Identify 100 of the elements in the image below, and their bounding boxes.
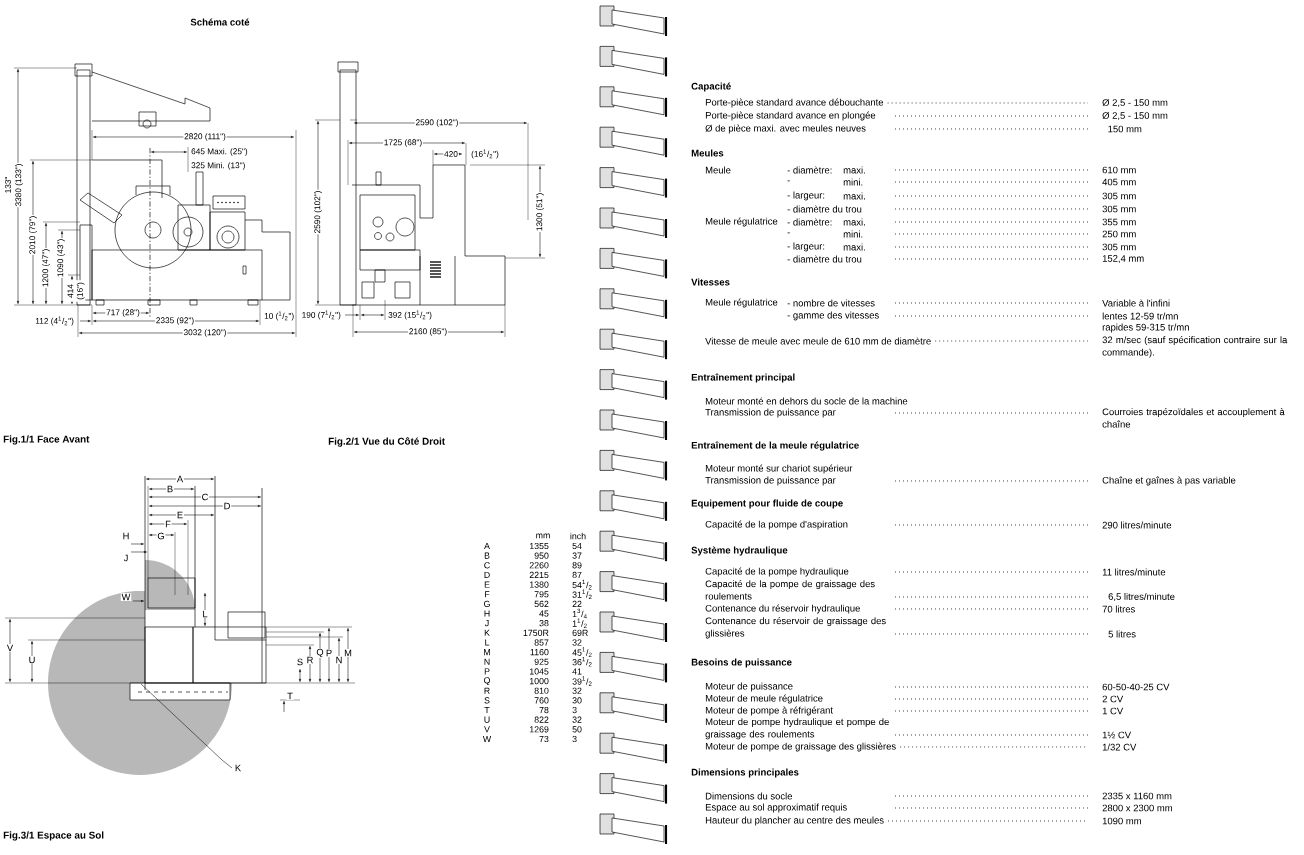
spec-text: maxi. — [843, 166, 865, 174]
dimension-label: 2335 (92") — [155, 316, 195, 326]
spec-text: 305 mm — [1102, 192, 1136, 200]
spec-text: - diamètre: — [787, 218, 832, 226]
table-cell: N — [484, 658, 490, 665]
spec-text: maxi. — [843, 192, 865, 200]
dimension-label: 3380 (133") — [14, 162, 24, 208]
table-cell: M — [484, 649, 490, 656]
dimension-label: 112 (4$^{1}$/$_{2}$") — [34, 315, 75, 327]
spec-text: Meule — [705, 166, 731, 174]
dimension-label: 1725 (68") — [383, 138, 423, 148]
spec-text: mini. — [843, 230, 863, 238]
spec-text: - diamètre du trou — [787, 205, 862, 213]
table-cell: 925 — [534, 658, 549, 665]
spec-text: 305 mm — [1102, 243, 1136, 251]
table-cell: 1380 — [529, 581, 549, 588]
spec-text: - largeur: — [787, 242, 825, 252]
table-cell: K — [484, 629, 490, 636]
spec-text: Dimensions du socle — [705, 792, 793, 800]
dimension-label: 325 Mini. (13") — [190, 161, 247, 171]
table-cell: 1160 — [530, 649, 549, 656]
table-cell: A — [484, 542, 490, 549]
spec-text: mini. — [843, 178, 863, 186]
dimension-label: 2160 (85") — [408, 327, 448, 337]
spec-text: Vitesse de meule avec meule de 610 mm de diamètre — [705, 337, 931, 345]
spec-text: 2800 x 2300 mm — [1102, 804, 1172, 812]
dimension-label: 1090 (43") — [56, 238, 66, 278]
section-heading: Entraînement principal — [691, 373, 795, 383]
dimension-letter: L — [201, 610, 209, 618]
dimension-letter: T — [286, 692, 294, 700]
spec-text: - nombre de vitesses — [787, 299, 875, 307]
spec-text: Variable à l'infini — [1102, 299, 1170, 307]
spec-text: Moteur de meule régulatrice — [705, 694, 823, 704]
spec-text: Capacité de la pompe hydraulique — [705, 567, 849, 577]
spec-text: Capacité de la pompe d'aspiration — [705, 520, 848, 530]
table-cell: 45 — [539, 610, 549, 617]
table-cell: 950 — [534, 552, 549, 559]
spec-text: Contenance du réservoir hydraulique — [705, 604, 860, 614]
spec-text: 5 litres — [1108, 630, 1136, 638]
dimension-letter: D — [222, 502, 232, 510]
table-cell: 73 — [539, 735, 549, 743]
table-cell: 45$^{1}$/$_{2}$ — [572, 647, 592, 657]
dimension-label: 190 (7$^{1}$/$_{2}$") — [300, 309, 342, 321]
table-cell: 1$^{1}$/$_{2}$ — [572, 618, 587, 628]
spec-text: maxi. — [843, 243, 865, 251]
table-cell: 1750R — [523, 629, 549, 636]
section-heading: Dimensions principales — [691, 768, 799, 778]
table-cell: 1355 — [529, 542, 549, 550]
dimension-letter: P — [325, 649, 333, 657]
table-cell: 822 — [534, 716, 549, 723]
table-cell: 1$^{3}$/$_{4}$ — [572, 608, 587, 619]
table-cell: 1000 — [529, 678, 549, 685]
spec-text: 290 litres/minute — [1102, 521, 1172, 529]
section-heading: Système hydraulique — [691, 546, 788, 556]
figure-caption: Fig.1/1 Face Avant — [3, 435, 90, 445]
table-cell: 69R — [572, 629, 588, 636]
spec-text: 405 mm — [1102, 178, 1136, 186]
spec-text: maxi. — [843, 218, 865, 226]
spec-text: Capacité de la pompe de graissage des roulements — [705, 580, 875, 600]
spec-text: 150 mm — [1108, 125, 1142, 133]
table-cell: 54$^{1}$/$_{2}$ — [572, 579, 592, 590]
table-cell: 1269 — [529, 726, 549, 733]
spec-text: 32 m/sec (sauf spécification contraire sur la commande). — [1102, 336, 1288, 358]
table-cell: E — [484, 581, 490, 588]
table-cell: T — [484, 707, 490, 714]
table-cell: 38 — [539, 620, 549, 627]
dimension-label: 2010 (79") — [28, 215, 38, 255]
table-cell: 32 — [572, 687, 582, 694]
table-cell: 3 — [572, 735, 577, 743]
dimension-letter: N — [334, 656, 344, 664]
spec-text: 305 mm — [1102, 205, 1136, 213]
spec-text: Ø 2,5 - 150 mm — [1102, 112, 1168, 120]
table-cell: 3 — [572, 706, 577, 714]
section-heading: Besoins de puissance — [691, 658, 792, 668]
table-cell: 857 — [534, 639, 549, 646]
spec-text: 1090 mm — [1102, 817, 1141, 825]
dimension-letter: H — [121, 532, 131, 540]
page-title: Schéma coté — [190, 18, 250, 26]
dimension-letter: F — [164, 520, 172, 528]
figure-caption: Fig.2/1 Vue du Côté Droit — [328, 437, 445, 447]
dimension-letter: A — [176, 475, 184, 483]
spec-text: 1/32 CV — [1102, 743, 1137, 751]
spec-text: Contenance du réservoir de graissage des glissières — [705, 617, 886, 639]
spec-text: Moteur de puissance — [705, 682, 793, 692]
dimension-label: 10 ($^{1}$/$_{2}$") — [263, 310, 295, 322]
table-cell: 37 — [572, 552, 582, 559]
spec-text: Ø de pièce maxi. avec meules neuves — [705, 124, 866, 134]
table-cell: 1045 — [529, 668, 549, 675]
spec-text: 2 CV — [1102, 695, 1124, 703]
spec-text: Porte-pièce standard avance en plongée — [705, 111, 876, 121]
table-cell: 32 — [572, 639, 582, 646]
spec-text: rapides 59-315 tr/mn — [1102, 323, 1189, 333]
table-cell: R — [484, 687, 490, 694]
table-cell: 54 — [572, 542, 582, 550]
spec-text: Moteur de pompe à réfrigérant — [705, 706, 833, 716]
table-cell: 810 — [534, 687, 549, 694]
spec-text: Moteur monté en dehors du socle de la machine — [705, 397, 908, 405]
table-cell: 2260 — [529, 562, 549, 569]
table-cell: C — [484, 562, 490, 569]
dimension-label: 2590 (102") — [313, 189, 323, 235]
